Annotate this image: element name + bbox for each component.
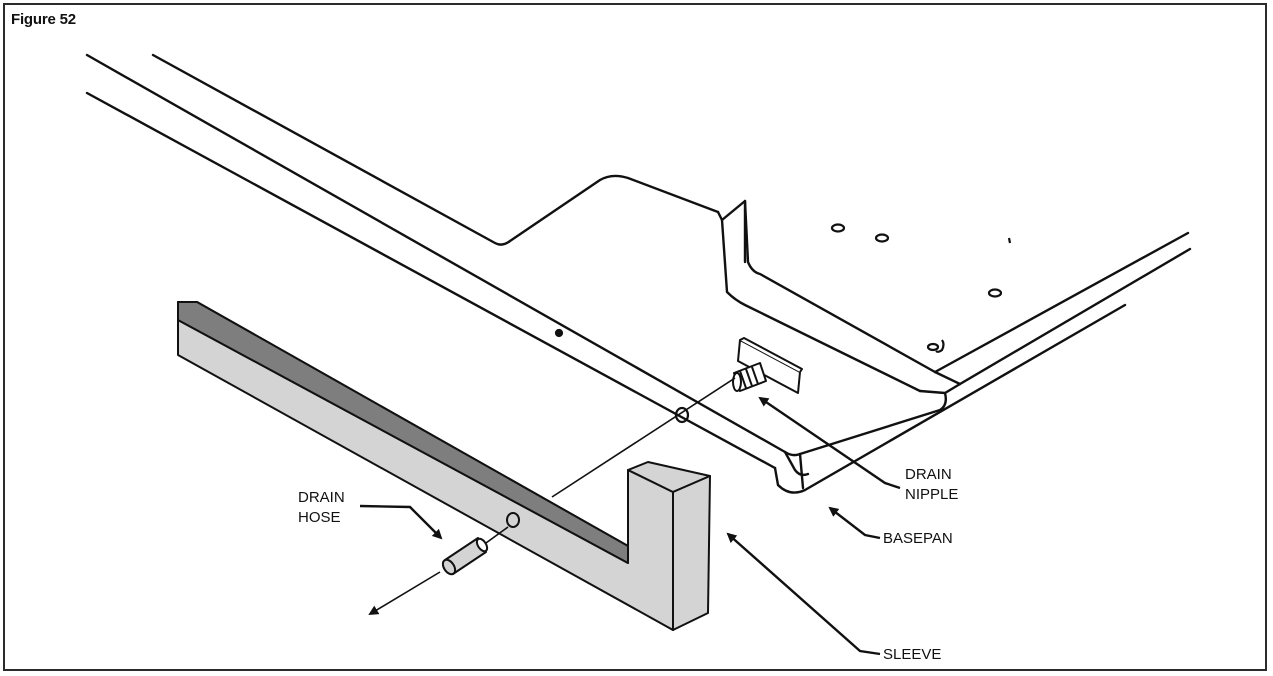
drain-nipple-plate-side (739, 337, 803, 373)
basepan-hole (830, 223, 846, 233)
basepan-holes (554, 223, 1012, 353)
sleeve-front-face-main (177, 319, 674, 631)
sleeve-vertical-side (672, 475, 711, 631)
basepan-front-corner-vert (798, 452, 805, 490)
assembly-lines (368, 377, 736, 616)
callout-sleeve: SLEEVE (883, 646, 941, 663)
callout-drain-hose-line2: HOSE (298, 509, 341, 526)
leader-drain-hose (359, 504, 443, 540)
basepan-front-bottom-edge (85, 91, 777, 470)
drain-hose (441, 537, 489, 576)
basepan-hole (874, 233, 890, 243)
basepan-mark (1007, 237, 1012, 244)
leader-drain-nipple (758, 396, 901, 490)
basepan-right-flange-bottom (958, 247, 1192, 386)
basepan (85, 53, 1192, 494)
drain-hose-tip (475, 537, 489, 553)
sleeve-drain-hole (506, 512, 520, 528)
drain-nipple-tip (732, 372, 742, 392)
basepan-drain-hole (674, 406, 690, 424)
basepan-hook (935, 339, 945, 353)
basepan-hole (987, 288, 1003, 298)
callout-drain-nipple-line1: DRAIN (905, 466, 952, 483)
figure-label: Figure 52 (11, 11, 76, 28)
basepan-hole (926, 342, 940, 352)
basepan-flange-slope (918, 382, 962, 395)
basepan-dot (554, 328, 564, 338)
callout-drain-hose-line1: DRAIN (298, 489, 345, 506)
basepan-front-corner-upper (783, 450, 810, 477)
sleeve-top-strip (177, 301, 629, 564)
assembly-line-sleeve (485, 526, 509, 544)
assembly-line-nipple (551, 377, 736, 498)
leader-sleeve (726, 532, 881, 656)
basepan-back-edge (151, 53, 720, 246)
basepan-front-top-edge (85, 53, 948, 457)
drain-nipple (732, 337, 803, 394)
sleeve (177, 301, 711, 631)
drain-nipple-thread (739, 366, 759, 389)
drain-hose-end (441, 558, 457, 576)
basepan-front-corner (773, 303, 1127, 494)
leader-basepan (828, 506, 881, 540)
drain-nipple-plate (737, 339, 801, 394)
leader-lines (359, 396, 901, 656)
basepan-notch-inner (720, 218, 922, 393)
assembly-line-hose (368, 571, 441, 616)
basepan-flange-corner (933, 370, 962, 386)
callout-basepan: BASEPAN (883, 530, 953, 547)
basepan-right-flange-top (933, 231, 1190, 374)
callout-drain-nipple-line2: NIPPLE (905, 486, 958, 503)
